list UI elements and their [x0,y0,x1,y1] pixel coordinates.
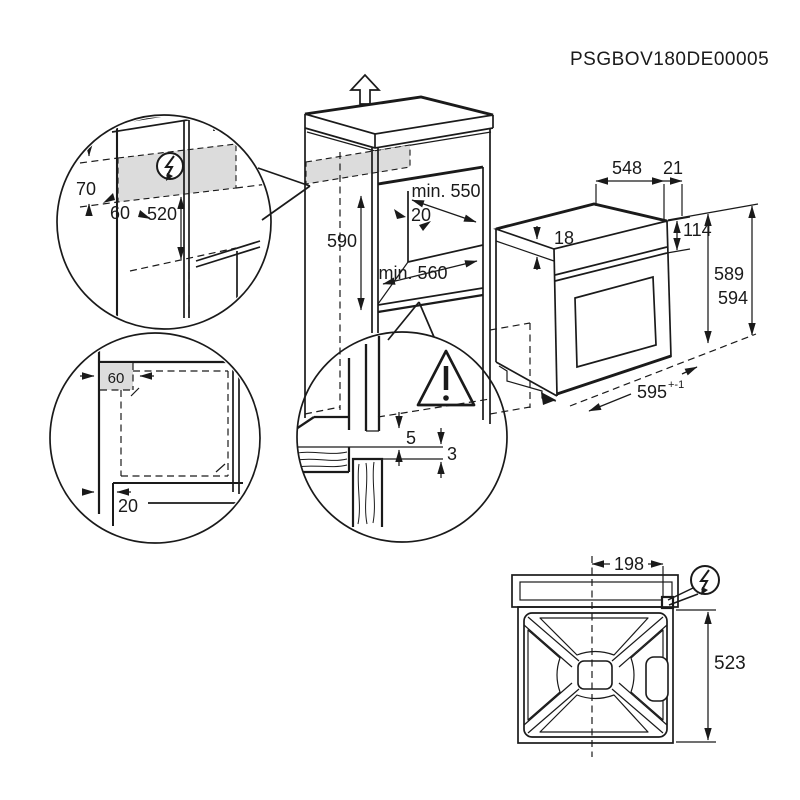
dim-body-height: 589 [714,264,744,284]
cabinet-front-view: min. 550 20 590 min. 560 [304,73,531,424]
dim-niche-height: 590 [327,231,357,251]
detail-circle-plan-zone: 60 20 [49,332,261,544]
detail-circle-gap: 5 3 [296,301,508,543]
power-supply-icon [156,152,184,181]
dim-niche-width: min. 560 [378,263,447,283]
mains-connector [660,595,675,610]
dim-wall-gap: 20 [118,496,138,516]
up-arrow-icon [349,73,381,105]
zone-highlight [100,363,133,390]
dim-front-height: 594 [718,288,748,308]
oven-top-view: 198 523 [511,554,746,757]
dim-gap-upper: 5 [406,428,416,448]
dim-top-offset: 21 [663,158,683,178]
dim-zone-height: 70 [76,179,96,199]
dim-top-depth: 548 [612,158,642,178]
dim-front-width: 595 [637,382,667,402]
dim-niche-depth: min. 550 [411,181,480,201]
power-supply-icon [667,565,720,606]
dim-zone-width: 60 [108,370,125,387]
dim-rear-clearance: 20 [411,205,431,225]
dim-connector-offset: 198 [614,554,644,574]
dim-top-trim: 18 [554,228,574,248]
oven-isometric: 18 548 21 114 589 594 595 +-1 [493,158,759,412]
connection-zone-highlight [305,144,411,185]
detail-circle-connection-zone: 70 60 520 [56,114,311,330]
part-number: PSGBOV180DE00005 [570,49,769,70]
dim-casing-depth: 523 [714,653,746,674]
dim-front-width-tolerance: +-1 [668,379,684,391]
dim-gap-lower: 3 [447,444,457,464]
dim-height-above-shelf: 520 [147,204,177,224]
dim-zone-depth: 60 [110,203,130,223]
warning-triangle-icon [416,349,476,407]
